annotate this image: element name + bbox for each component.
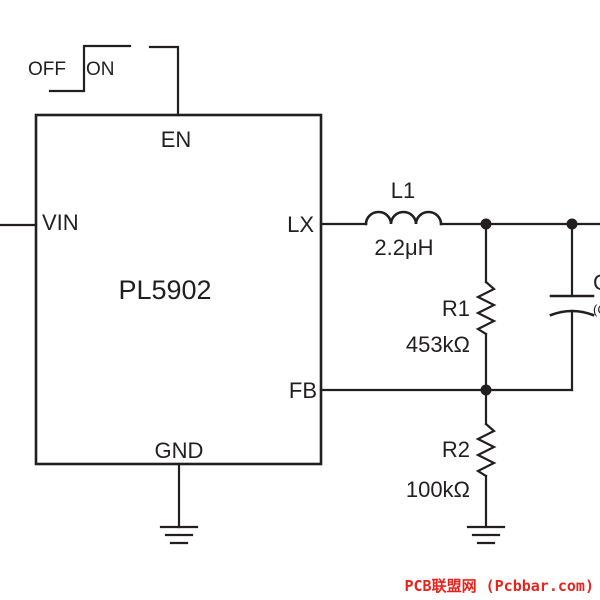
inductor-ref: L1 — [391, 178, 415, 203]
on-off-signal — [48, 44, 132, 93]
r2-value: 100kΩ — [406, 477, 470, 502]
r2-resistor — [475, 422, 497, 478]
en-wire — [148, 45, 180, 117]
pin-label-en: EN — [161, 127, 192, 152]
pin-label-lx: LX — [287, 212, 314, 237]
ground-icon — [159, 525, 199, 545]
r1-ref: R1 — [442, 296, 470, 321]
ground-icon — [466, 525, 506, 545]
pin-label-fb: FB — [289, 378, 317, 403]
capacitor-ref: C — [593, 270, 600, 295]
switch-off-label: OFF — [28, 59, 66, 80]
capacitor-value: (C — [593, 302, 600, 317]
r1-value: 453kΩ — [406, 332, 470, 357]
pin-label-gnd: GND — [155, 438, 204, 463]
pin-label-vin: VIN — [42, 210, 79, 235]
r1-resistor — [475, 280, 497, 336]
switch-on-label: ON — [86, 59, 115, 80]
watermark: PCB联盟网 (Pcbbar.com) — [405, 577, 595, 595]
inductor-value: 2.2μH — [374, 235, 433, 260]
r2-ref: R2 — [442, 437, 470, 462]
chip-name: PL5902 — [118, 275, 211, 305]
inductor-coil — [364, 210, 443, 226]
